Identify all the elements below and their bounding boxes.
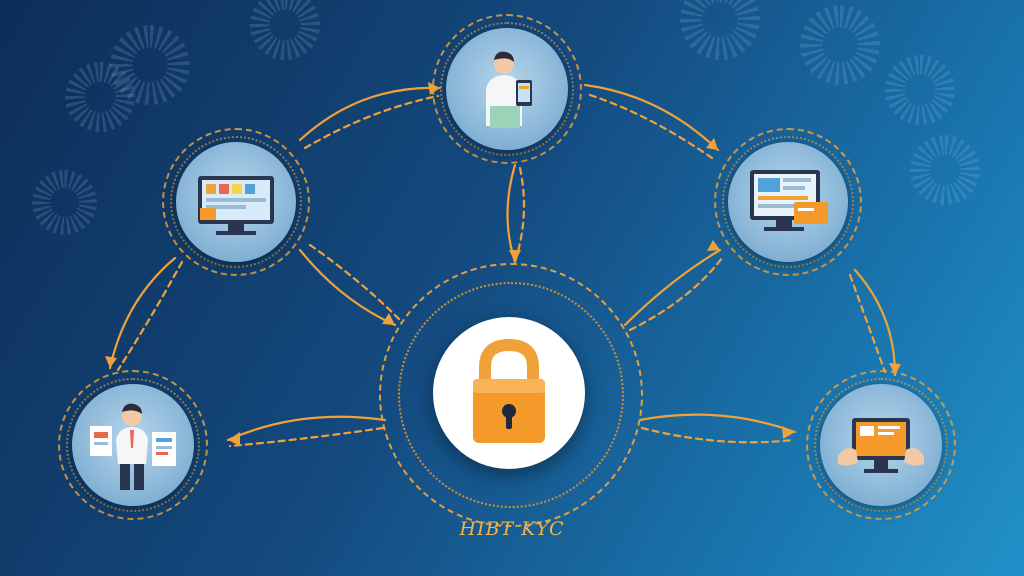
person-with-phone-icon: [486, 51, 532, 128]
background-rosette-icon: [250, 0, 320, 60]
arrow-top-to-center: [513, 166, 526, 264]
node-disc: [728, 142, 848, 262]
node-upper-right: [714, 128, 862, 276]
arrow-upperright-to-lowerright: [853, 268, 897, 377]
hands-with-tablet-icon: [838, 418, 924, 473]
node-lower-left: [58, 370, 208, 520]
center-outer-ring: [379, 263, 643, 527]
node-ring: [722, 136, 854, 268]
node-ring: [162, 128, 310, 276]
node-lower-right: [806, 370, 956, 520]
arrow-upperleft-to-lowerleft: [108, 256, 177, 370]
node-ring: [440, 22, 574, 156]
center-inner-ring: [398, 282, 624, 508]
node-ring: [66, 378, 200, 512]
node-disc: [72, 384, 194, 506]
node-top: [432, 14, 582, 164]
node-ring: [714, 128, 862, 276]
node-disc: [176, 142, 296, 262]
background-rosette-icon: [800, 5, 880, 85]
arrow-center-to-upperright: [623, 248, 722, 327]
arrow-top-to-center: [506, 163, 517, 264]
arrow-top-to-upperright: [588, 93, 714, 160]
arrow-center-to-lowerleft: [226, 415, 387, 442]
arrow-upperleft-to-lowerleft: [116, 260, 184, 372]
arrow-upperleft-to-top: [303, 94, 440, 150]
arrow-top-to-upperright: [583, 83, 720, 152]
background-rosette-icon: [885, 55, 955, 125]
background-rosette-icon: [910, 135, 980, 205]
arrow-upperleft-to-center: [298, 248, 397, 327]
background-rosette-icon: [110, 25, 190, 105]
node-ring: [806, 370, 956, 520]
center-label: HIBT KYC: [459, 518, 565, 540]
background-rosette-icon: [65, 62, 135, 132]
node-ring: [170, 136, 302, 268]
background-rosette-icon: [32, 170, 97, 235]
monitor-with-card-icon: [750, 170, 828, 231]
arrow-center-to-lowerleft: [228, 426, 385, 448]
desktop-dashboard-icon: [198, 176, 274, 235]
node-disc: [820, 384, 942, 506]
center-hub: [433, 317, 585, 469]
padlock-icon: [473, 338, 545, 443]
arrow-center-to-lowerright: [638, 413, 797, 434]
arrow-upperright-to-lowerright: [848, 273, 887, 374]
person-with-documents-icon: [90, 403, 176, 490]
arrow-upperleft-to-center: [308, 243, 402, 322]
node-upper-left: [162, 128, 310, 276]
node-ring: [432, 14, 582, 164]
node-ring: [814, 378, 948, 512]
arrow-upperleft-to-top: [298, 86, 442, 142]
arrow-center-to-lowerright: [640, 426, 795, 444]
node-disc: [446, 28, 568, 150]
node-ring: [58, 370, 208, 520]
arrow-center-to-upperright: [628, 256, 724, 332]
